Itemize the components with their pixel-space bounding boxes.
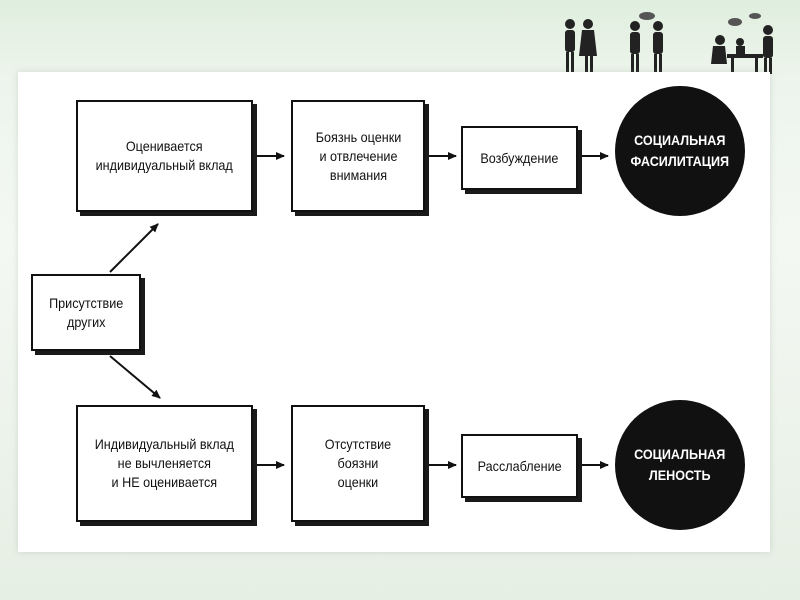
box-evaluation-apprehension: Боязнь оценки и отвлечение внимания bbox=[291, 100, 425, 212]
diagram-canvas: Оценивается индивидуальный вклад Боязнь … bbox=[18, 72, 770, 552]
box-arousal: Возбуждение bbox=[461, 126, 578, 190]
box-arousal-label: Возбуждение bbox=[480, 149, 559, 166]
slide-header-band bbox=[0, 0, 800, 80]
arrow-presence-to-evaluated bbox=[109, 223, 159, 273]
outcome-social-facilitation-label: СОЦИАЛЬНАЯ ФАСИЛИТАЦИЯ bbox=[630, 132, 730, 169]
box-no-evaluation-apprehension: Отсутствие боязни оценки bbox=[291, 405, 425, 522]
box-presence-of-others: Присутствие других bbox=[31, 274, 141, 351]
outcome-social-loafing-label: СОЦИАЛЬНАЯ ЛЕНОСТЬ bbox=[634, 446, 726, 483]
arrow-presence-to-not-evaluated bbox=[109, 355, 161, 399]
flow-arrows bbox=[109, 152, 609, 469]
box-relaxation: Расслабление bbox=[461, 434, 578, 498]
outcome-social-facilitation: СОЦИАЛЬНАЯ ФАСИЛИТАЦИЯ bbox=[615, 86, 745, 216]
box-not-evaluated-contribution: Индивидуальный вклад не вычленяется и НЕ… bbox=[76, 405, 253, 522]
box-evaluated-contribution: Оценивается индивидуальный вклад bbox=[76, 100, 253, 212]
box-relaxation-label: Расслабление bbox=[477, 457, 562, 474]
box-presence-of-others-label: Присутствие других bbox=[48, 294, 124, 330]
box-no-evaluation-apprehension-label: Отсутствие боязни оценки bbox=[324, 436, 392, 490]
people-talking-icon bbox=[555, 10, 785, 80]
box-evaluation-apprehension-label: Боязнь оценки и отвлечение внимания bbox=[315, 128, 401, 183]
box-not-evaluated-contribution-label: Индивидуальный вклад не вычленяется и НЕ… bbox=[94, 436, 235, 490]
box-evaluated-contribution-label: Оценивается индивидуальный вклад bbox=[95, 138, 234, 173]
outcome-social-loafing: СОЦИАЛЬНАЯ ЛЕНОСТЬ bbox=[615, 400, 745, 530]
